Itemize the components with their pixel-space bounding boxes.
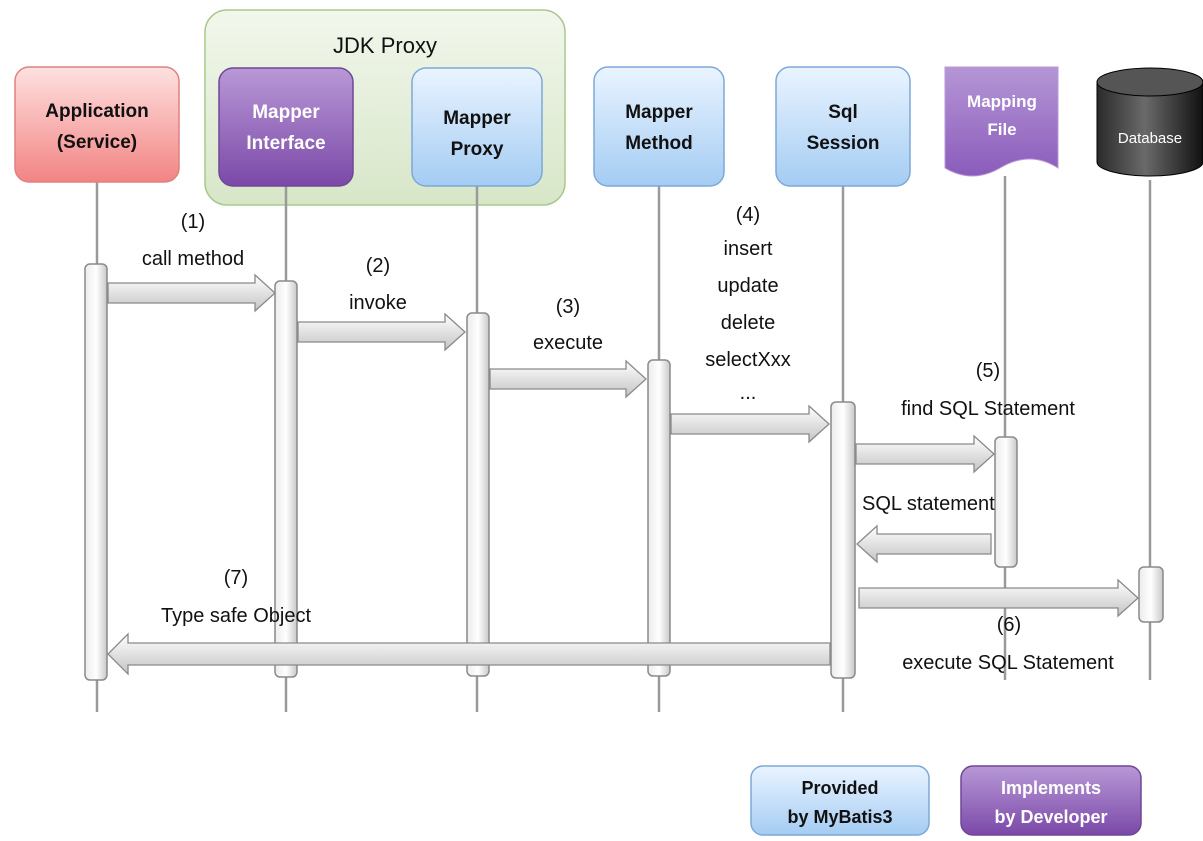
legend-implements-line2: by Developer — [994, 807, 1107, 827]
participant-database-label: Database — [1118, 130, 1182, 147]
msg1-number: (1) — [181, 211, 205, 233]
participant-sql-session-line1: Sql — [828, 102, 858, 123]
participant-database: Database — [1096, 67, 1203, 177]
lifelines — [95, 176, 1152, 712]
arrow-execute — [489, 359, 647, 399]
msg4-line-update: update — [717, 275, 778, 297]
arrow-call-method — [107, 273, 276, 313]
participant-sql-session: Sql Session — [775, 66, 911, 187]
msg4-line-delete: delete — [721, 312, 776, 334]
participant-mapper-interface-line2: Interface — [246, 133, 325, 154]
msg2-number: (2) — [366, 255, 390, 277]
participant-mapper-proxy-line2: Proxy — [451, 139, 504, 160]
participant-mapper-method-line1: Mapper — [625, 102, 693, 123]
participant-application-line2: (Service) — [57, 132, 137, 153]
activation-mapper-method — [647, 359, 671, 677]
arrow-sql-method — [670, 404, 830, 444]
arrow-type-safe-return — [107, 632, 831, 676]
participant-mapper-interface-line1: Mapper — [252, 102, 320, 123]
legend-implements-line1: Implements — [1001, 778, 1101, 798]
legend-implements-by-developer: Implements by Developer — [960, 765, 1142, 836]
arrow-sql-statement-return — [856, 524, 992, 564]
participant-mapping-file: Mapping File — [944, 66, 1059, 177]
msg5-number: (5) — [976, 360, 1000, 382]
activation-bars — [84, 263, 1164, 681]
activation-application — [84, 263, 108, 681]
participant-mapper-proxy-line1: Mapper — [443, 108, 511, 129]
jdk-proxy-label: JDK Proxy — [333, 33, 437, 58]
msg5-return-text: SQL statement — [862, 493, 995, 515]
participant-application-line1: Application — [45, 101, 148, 122]
participant-mapper-proxy: Mapper Proxy — [411, 67, 543, 187]
participant-mapper-interface: Mapper Interface — [218, 67, 354, 187]
activation-sql-session — [830, 401, 856, 679]
legend-provided-line1: Provided — [801, 778, 878, 798]
msg3-text: execute — [533, 332, 603, 354]
activation-database — [1138, 566, 1164, 623]
msg3-number: (3) — [556, 296, 580, 318]
msg6-text: execute SQL Statement — [902, 652, 1114, 674]
message-arrows — [107, 273, 1139, 676]
msg5-text: find SQL Statement — [901, 398, 1075, 420]
document-icon — [944, 66, 1059, 177]
activation-mapper-interface — [274, 280, 298, 678]
participant-mapping-file-line2: File — [987, 120, 1016, 139]
participant-mapping-file-line1: Mapping — [967, 92, 1037, 111]
arrow-execute-sql — [858, 578, 1139, 618]
participant-mapper-method-line2: Method — [625, 133, 693, 154]
msg7-text: Type safe Object — [161, 605, 312, 627]
activation-mapping-file — [994, 436, 1018, 568]
arrow-invoke — [297, 312, 466, 352]
participant-application: Application (Service) — [14, 66, 180, 183]
msg4-line-insert: insert — [724, 238, 773, 260]
message-labels: (1) call method (2) invoke (3) execute (… — [142, 204, 1114, 674]
msg4-line-selectxxx: selectXxx — [705, 349, 791, 371]
database-cylinder-icon — [1096, 81, 1203, 177]
msg1-text: call method — [142, 248, 244, 270]
legend-provided-by-mybatis3: Provided by MyBatis3 — [750, 765, 930, 836]
participant-sql-session-line2: Session — [807, 133, 880, 154]
activation-mapper-proxy — [466, 312, 490, 677]
legend-provided-line2: by MyBatis3 — [787, 807, 892, 827]
msg4-number: (4) — [736, 204, 760, 226]
participant-mapper-method: Mapper Method — [593, 66, 725, 187]
msg2-text: invoke — [349, 292, 407, 314]
msg6-number: (6) — [997, 614, 1021, 636]
msg4-line-ellipsis: ... — [740, 382, 757, 404]
arrow-find-sql — [855, 434, 995, 474]
msg7-number: (7) — [224, 567, 248, 589]
